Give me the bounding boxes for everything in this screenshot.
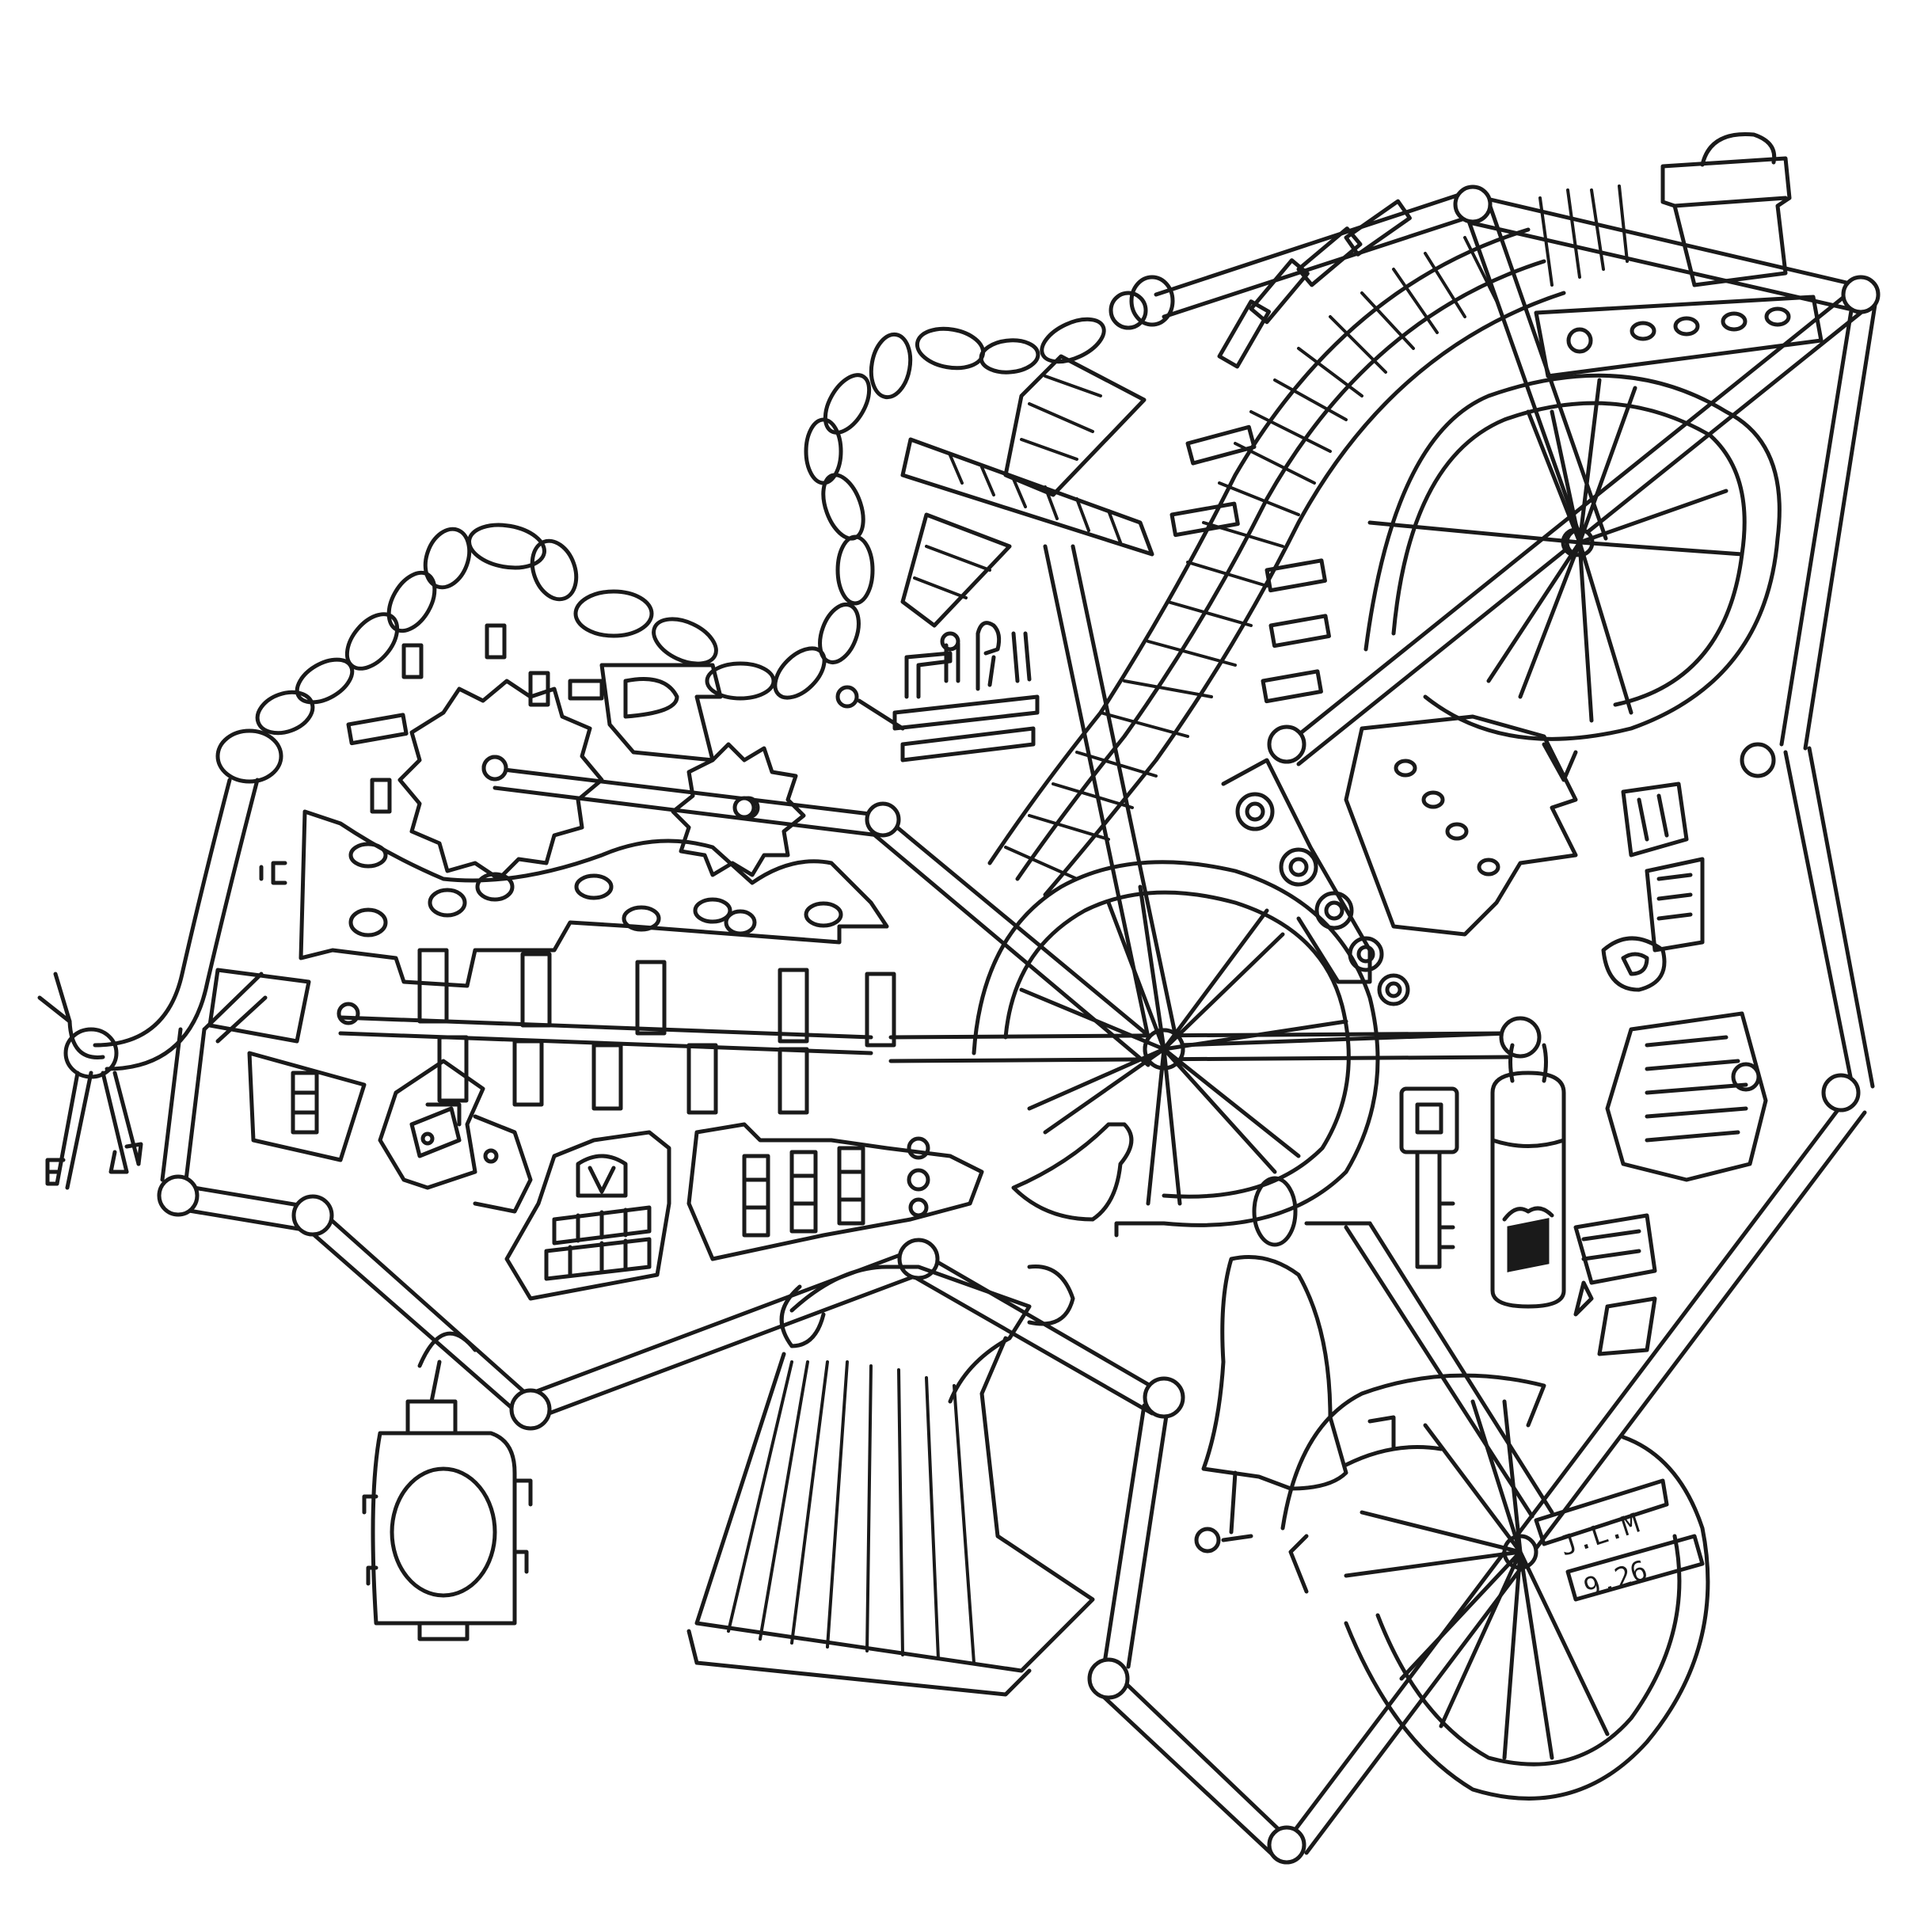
spoked-wheel-bottom: J.L.M 9.26 <box>1280 1373 1710 1801</box>
padlock <box>1490 1043 1566 1309</box>
concentric-circles <box>1221 758 1410 1006</box>
railway-track <box>987 184 1629 897</box>
large-gear <box>397 679 604 881</box>
striped-propeller <box>900 354 1154 628</box>
wheel-scribble-numbers: 9.26 <box>1580 1554 1651 1604</box>
teardrop <box>1011 1122 1134 1222</box>
beam-row <box>207 948 896 1115</box>
speech-bubble-panel <box>1344 714 1578 937</box>
d-block <box>599 663 723 763</box>
pin-sticks <box>835 621 1040 763</box>
tile-panels <box>504 1122 984 1301</box>
right-vent-panels <box>1573 782 1768 1356</box>
dashes-around-gear <box>346 623 604 814</box>
bell <box>1194 1176 1348 1554</box>
key <box>1399 1086 1459 1269</box>
frame-rods <box>160 189 1877 1859</box>
spoked-wheel-top <box>1363 373 1782 741</box>
lantern <box>362 1331 533 1641</box>
chimney <box>1660 131 1792 287</box>
chain <box>37 275 1175 1071</box>
rod-joints <box>157 184 1881 1865</box>
oval-panel <box>259 809 889 988</box>
basket <box>686 1265 1095 1697</box>
small-gear <box>671 742 806 877</box>
key-ring <box>45 1027 143 1190</box>
left-card-panels <box>247 1051 533 1214</box>
boiler <box>1534 295 1824 378</box>
